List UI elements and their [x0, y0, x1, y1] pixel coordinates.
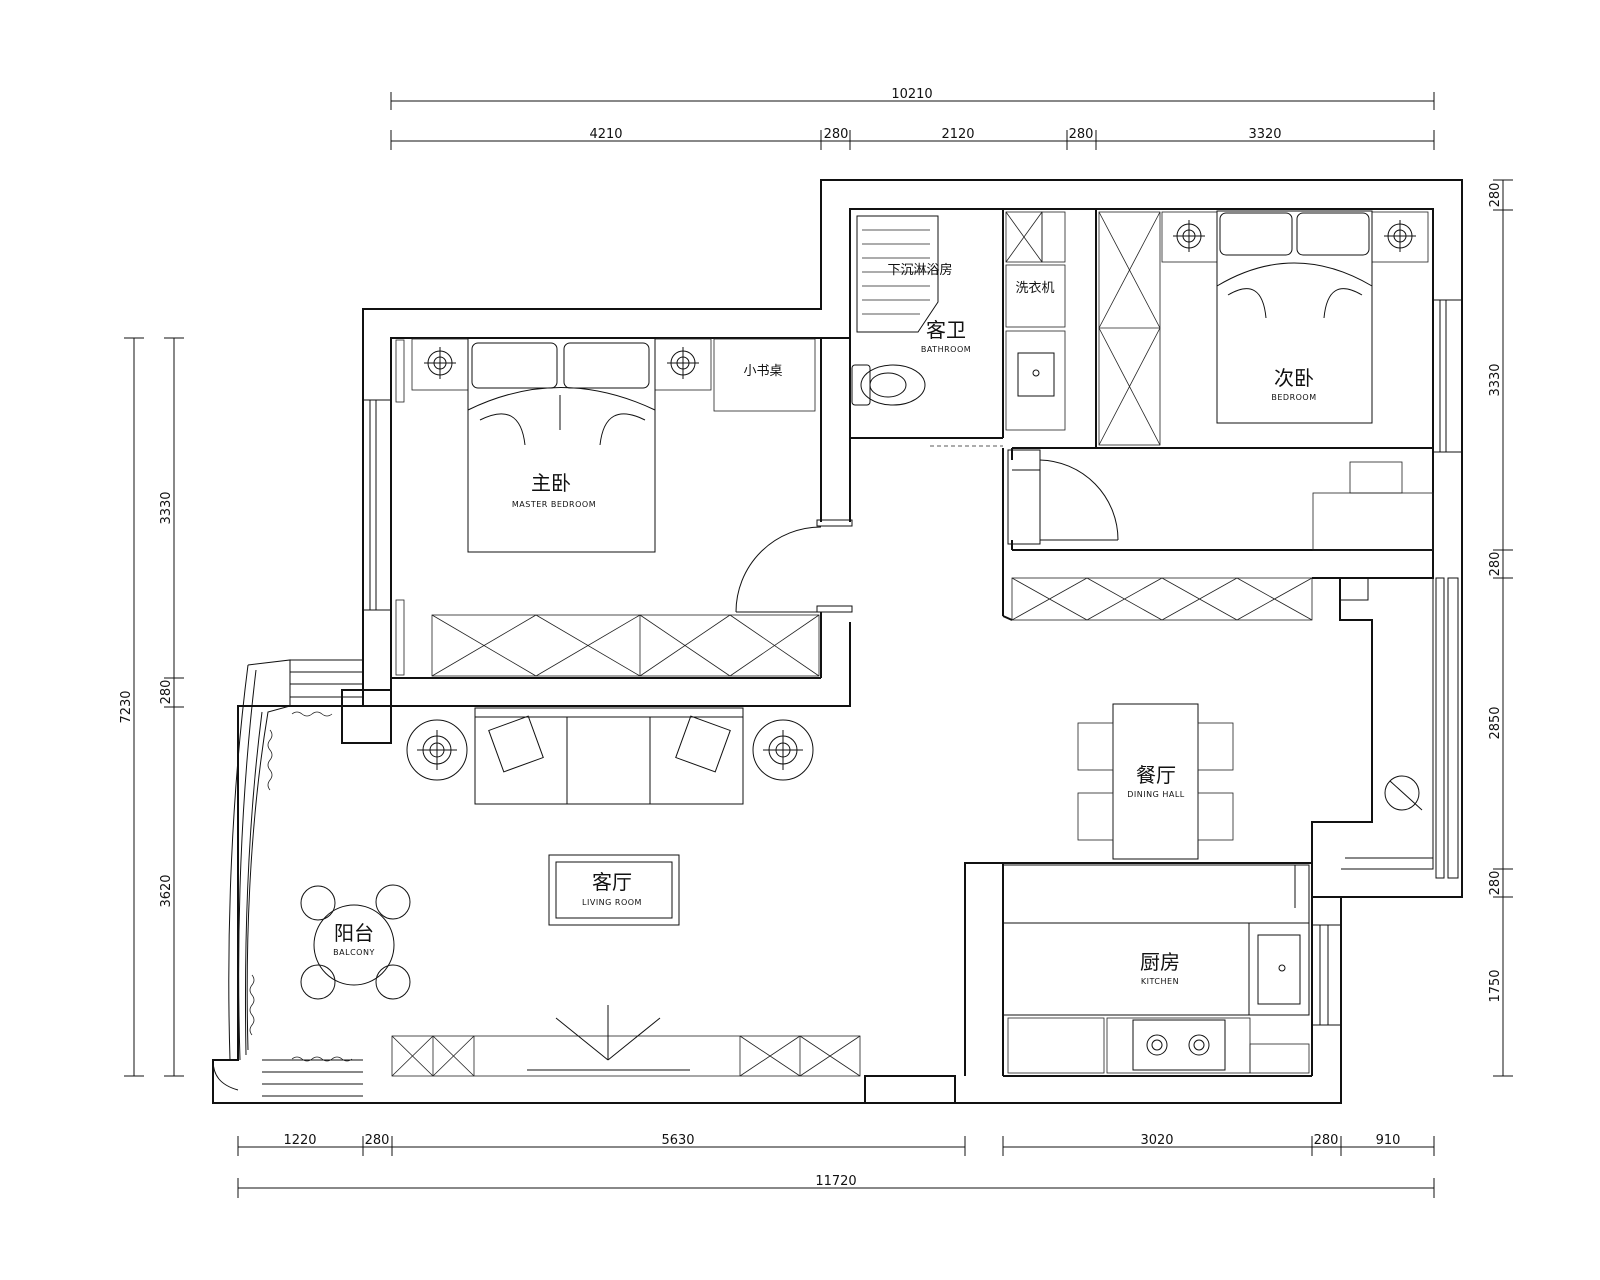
balcony-label-cn: 阳台: [334, 921, 374, 945]
dim-bottom-seg-4: 3020: [1140, 1133, 1173, 1148]
dining-area: 餐厅 DINING HALL: [1077, 703, 1234, 860]
kitchen-label-en: KITCHEN: [1141, 977, 1179, 986]
second-bedroom-label-cn: 次卧: [1274, 366, 1314, 390]
dim-top-seg-2: 280: [824, 127, 849, 142]
balcony-label-en: BALCONY: [333, 948, 375, 957]
master-bedroom-label-en: MASTER BEDROOM: [512, 500, 596, 509]
shower-drain-lines: [862, 229, 930, 315]
dimension-top: 10210 4210 280 2120 280 3320: [390, 87, 1435, 150]
corridor-cabinet: [1002, 448, 1313, 621]
bathroom: 下沉淋浴房 客卫 BATHROOM 洗衣机: [850, 209, 1066, 447]
desk-label: 小书桌: [743, 364, 782, 379]
bathroom-label-cn: 客卫: [926, 318, 966, 342]
balcony-wall: [212, 659, 363, 1097]
dim-right-seg-1: 280: [1488, 183, 1503, 208]
living-room: 客厅 LIVING ROOM: [391, 707, 956, 1104]
balcony-area: 阳台 BALCONY: [300, 884, 411, 1000]
kitchen: 厨房 KITCHEN: [964, 862, 1342, 1077]
dim-top-total: 10210: [891, 87, 932, 102]
dim-bottom-seg-2: 280: [365, 1133, 390, 1148]
living-room-label-en: LIVING ROOM: [582, 898, 642, 907]
dim-right-seg-3: 280: [1488, 552, 1503, 577]
dim-bottom-seg-5: 280: [1314, 1133, 1339, 1148]
dim-left-seg-2: 280: [159, 680, 174, 705]
dim-left-seg-3: 3620: [159, 874, 174, 907]
master-bedroom-label-cn: 主卧: [531, 471, 571, 495]
dining-hall-label-cn: 餐厅: [1136, 763, 1176, 787]
dimension-left: 7230 3330 280 3620: [119, 337, 184, 1077]
second-bedroom-label-en: BEDROOM: [1271, 393, 1316, 402]
master-bedroom: 主卧 MASTER BEDROOM 小书桌: [395, 337, 853, 677]
dining-hall-label-en: DINING HALL: [1127, 790, 1185, 799]
dim-left-seg-1: 3330: [159, 491, 174, 524]
dim-right-seg-4: 2850: [1488, 706, 1503, 739]
dim-left-total: 7230: [119, 690, 134, 723]
shower-label: 下沉淋浴房: [887, 262, 952, 278]
right-utility: [1311, 577, 1459, 898]
dimension-bottom: 1220 280 5630 3020 280 910 11720: [237, 1133, 1435, 1198]
dim-right-seg-2: 3330: [1488, 363, 1503, 396]
dim-bottom-seg-1: 1220: [283, 1133, 316, 1148]
dim-right-seg-6: 1750: [1488, 969, 1503, 1002]
dim-right-seg-5: 280: [1488, 871, 1503, 896]
kitchen-label-cn: 厨房: [1140, 950, 1180, 974]
dim-bottom-total: 11720: [815, 1174, 856, 1189]
living-room-label-cn: 客厅: [592, 870, 632, 894]
dim-top-seg-3: 2120: [941, 127, 974, 142]
dim-top-seg-4: 280: [1069, 127, 1094, 142]
dim-bottom-seg-3: 5630: [661, 1133, 694, 1148]
exterior-walls: [212, 179, 1463, 1104]
bathroom-label-en: BATHROOM: [921, 345, 971, 354]
dim-top-seg-1: 4210: [589, 127, 622, 142]
washer-label: 洗衣机: [1015, 280, 1054, 296]
second-bedroom: 次卧 BEDROOM: [1007, 209, 1434, 551]
dim-bottom-seg-6: 910: [1376, 1133, 1401, 1148]
dimension-right: 280 3330 280 2850 280 1750: [1488, 179, 1513, 1077]
dim-top-seg-5: 3320: [1248, 127, 1281, 142]
